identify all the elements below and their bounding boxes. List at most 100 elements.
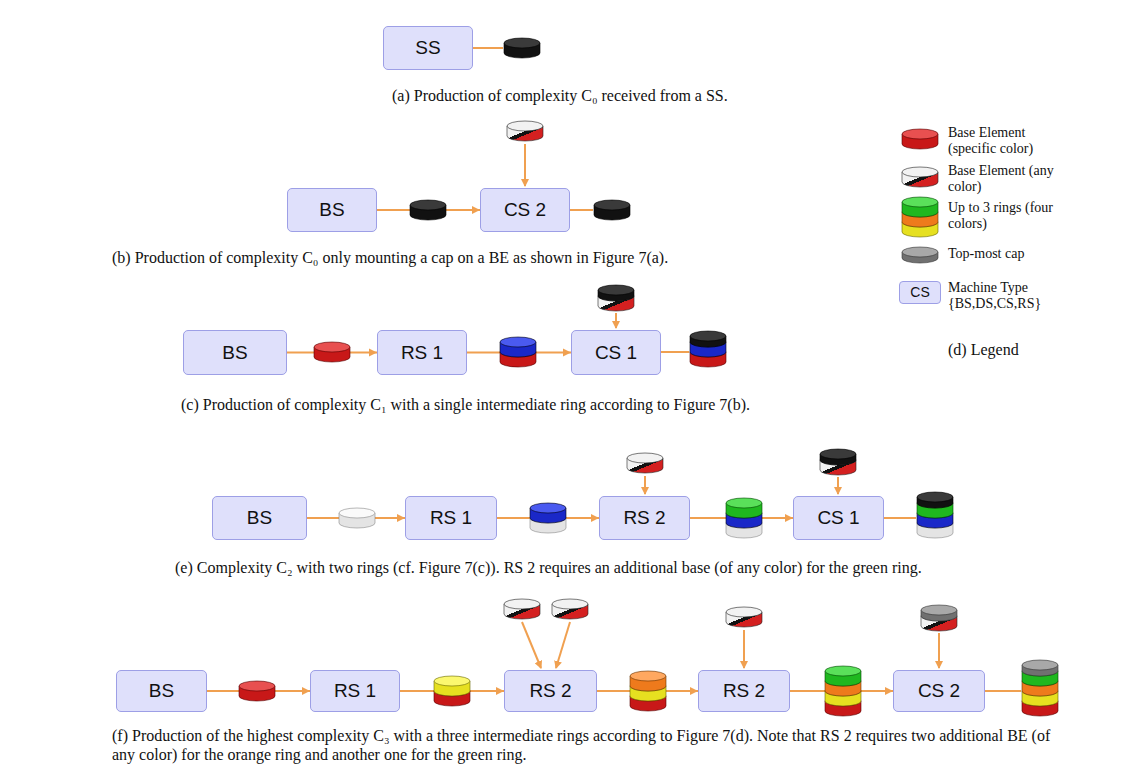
machine-label: BS [222,342,247,364]
subfigure-caption: (b) Production of complexity C₀ only mou… [112,248,668,267]
base-layer [314,342,350,362]
input-arrow [556,622,570,668]
input-base [726,607,762,627]
input-cap [820,449,856,475]
machine-label: CS 2 [504,199,546,221]
cap-layer [921,605,957,621]
machine-box: RS 2 [504,670,597,712]
workpiece [917,492,953,538]
ring-layer [726,498,762,518]
output-line [473,47,503,49]
output-line [570,209,593,211]
cap-layer [820,449,856,465]
input-cap [921,605,957,631]
machine-label: RS 2 [529,680,571,702]
workpiece [726,498,762,538]
machine-box: BS [212,496,307,540]
machine-label: RS 2 [723,680,765,702]
machine-type-sample: CS [899,281,941,304]
ring-layer [902,197,938,217]
input-arrow [524,144,526,186]
workpiece [1022,660,1058,716]
workpiece [339,508,375,528]
base-layer [902,129,938,149]
workpiece [530,503,566,533]
input-arrow [522,622,541,668]
machine-label: RS 2 [623,507,665,529]
legend-text: Top-most cap [948,246,1058,262]
machine-label: RS 1 [401,342,443,364]
legend-text: Base Element (any color) [948,163,1058,195]
output-line [884,517,916,519]
base-layer [339,508,375,528]
ring-layer [630,671,666,691]
input-base [507,121,543,141]
ring-layer [530,503,566,523]
arrow-head [785,514,793,522]
machine-box: SS [383,26,473,70]
legend-text: Base Element (specific color) [948,125,1058,157]
input-arrow [938,633,940,668]
output-line [985,690,1021,692]
machine-label: BS [319,199,344,221]
workpiece [630,671,666,711]
cap-layer [1022,660,1058,676]
ring-layer [825,666,861,686]
subfigure-caption: (d) Legend [948,340,1019,359]
arrow-head [302,687,310,695]
base-layer [504,599,540,619]
machine-label: CS 2 [918,680,960,702]
cap-layer [902,247,938,263]
arrow-head [397,514,405,522]
machine-box: RS 2 [698,670,790,712]
cap-layer [690,331,726,347]
ring-layer [434,676,470,696]
arrow-head [472,206,480,214]
machine-box: RS 2 [599,496,690,540]
legend-text: Machine Type {BS,DS,CS,RS} [948,280,1058,312]
input-arrow [615,313,617,328]
machine-box: BS [287,188,377,232]
workpiece [434,676,470,706]
input-base [627,453,663,473]
arrow-head [690,687,698,695]
arrow-head [563,349,571,357]
subfigure-caption: (e) Complexity C₂ with two rings (cf. Fi… [175,558,922,577]
workpiece [504,38,540,58]
machine-box: RS 1 [405,496,497,540]
base-layer [902,167,938,187]
legend-sample [902,247,938,263]
workpiece [239,681,275,701]
subfigure-caption: (a) Production of complexity C₀ received… [392,86,728,105]
machine-box: RS 1 [377,330,467,375]
machine-box: CS 1 [571,330,661,375]
machine-label: BS [149,680,174,702]
machine-label: CS 1 [817,507,859,529]
cap-layer [504,38,540,58]
base-layer [726,607,762,627]
workpiece [410,200,446,220]
arrow-head [369,349,377,357]
input-base [552,599,588,619]
machine-label: BS [247,507,272,529]
base-layer [552,599,588,619]
input-arrow [644,476,646,494]
machine-label: RS 1 [334,680,376,702]
machine-box: RS 1 [310,670,400,712]
base-layer [507,121,543,141]
machine-box: BS [116,670,207,712]
workpiece [690,331,726,367]
workpiece [825,666,861,716]
workpiece [500,337,536,367]
cap-layer [410,200,446,220]
input-arrow [837,477,839,494]
output-line [661,351,689,353]
machine-label: SS [415,37,440,59]
arrow-head [885,687,893,695]
arrow-head [496,687,504,695]
legend-text: Up to 3 rings (four colors) [948,200,1058,232]
machine-box: CS 2 [480,188,570,232]
legend-sample [902,129,938,149]
